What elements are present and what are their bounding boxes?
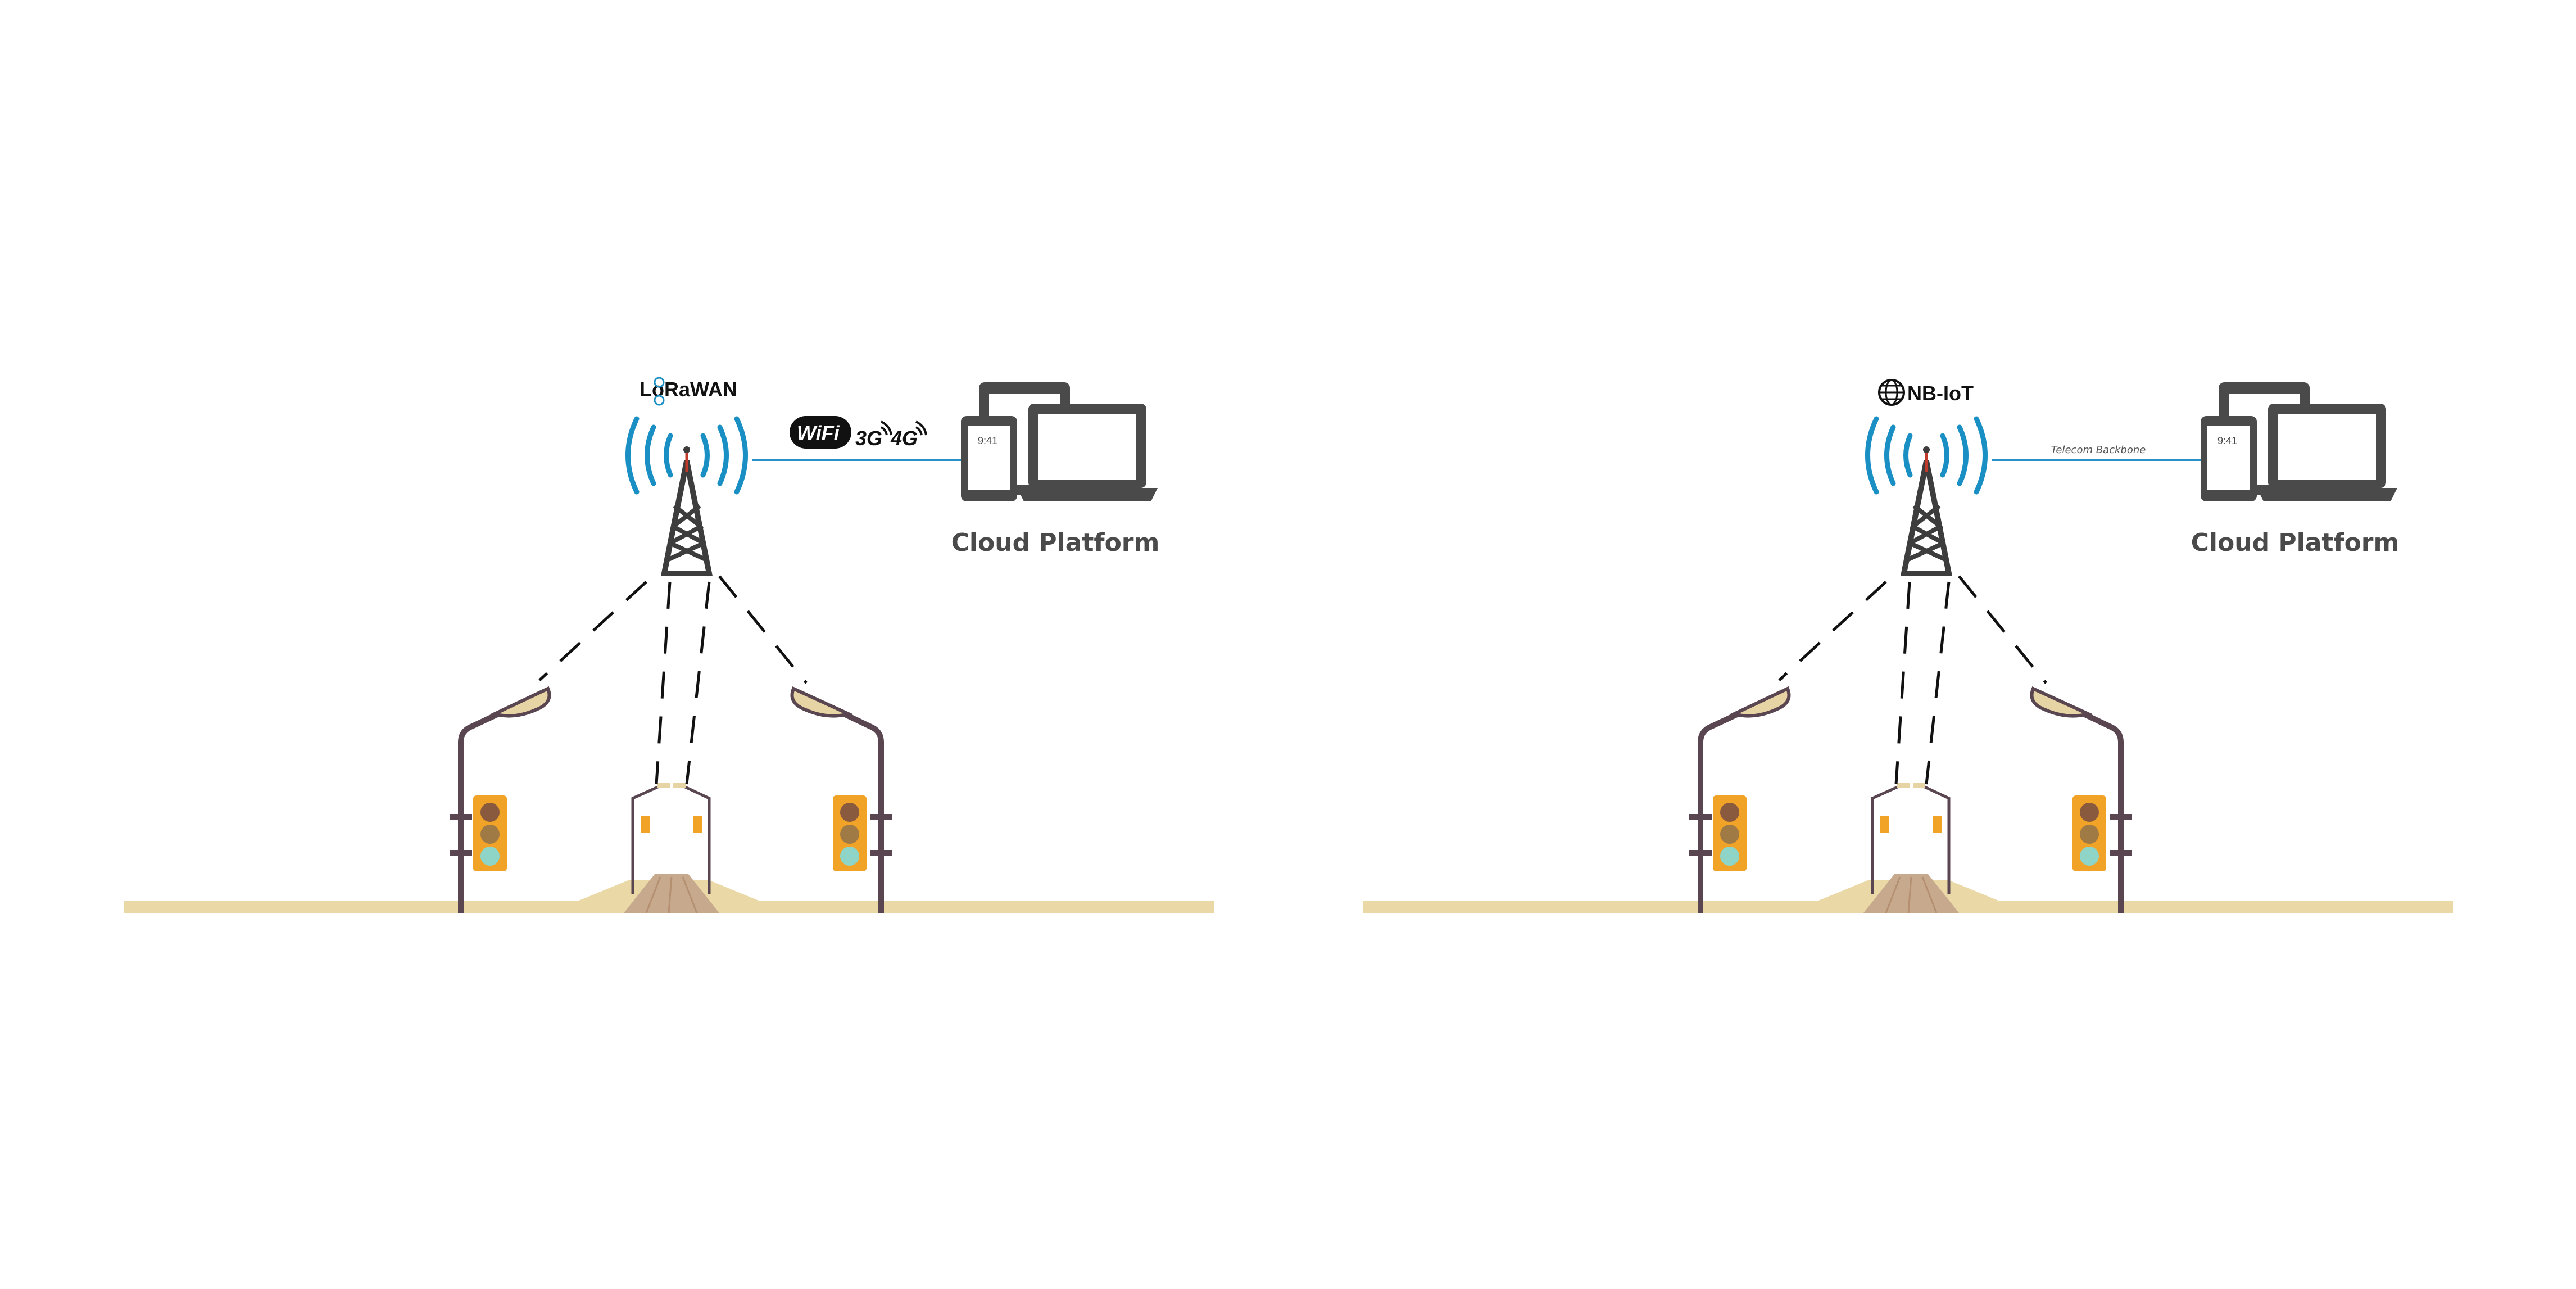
svg-text:4G: 4G <box>890 427 918 450</box>
traffic-light-left <box>1689 795 1747 871</box>
ground <box>1363 874 2453 913</box>
phone-icon: 9:41 <box>2201 416 2257 501</box>
4g-badge-icon: 4G <box>890 420 927 450</box>
street-lamp-right <box>790 686 892 913</box>
street-lamp-right <box>2030 686 2132 913</box>
svg-text:3G: 3G <box>855 427 882 450</box>
road <box>624 874 719 913</box>
wifi-badge-icon: WiFi <box>790 416 851 449</box>
traffic-light-right <box>2072 795 2132 871</box>
street-lamp-left <box>1689 686 1791 913</box>
traffic-light-right <box>833 795 892 871</box>
link-badges: WiFi 3G 4G <box>790 416 927 450</box>
ground <box>124 874 1214 913</box>
svg-text:WiFi: WiFi <box>797 422 840 445</box>
base-station-tower-icon <box>1900 446 1953 576</box>
panel-lorawan: LoRaWAN WiFi 3G 4G <box>124 377 1214 913</box>
signal-waves-icon <box>625 416 748 495</box>
svg-text:9:41: 9:41 <box>978 435 997 446</box>
devices-icon: 9:41 <box>961 382 1158 501</box>
street-lamp-distant-right <box>1913 783 1951 894</box>
panel-nb-iot: NB-IoT Telecom Backbone 9:41 Cloud Platf… <box>1363 379 2453 913</box>
laptop-icon <box>2257 404 2397 501</box>
traffic-light-left <box>450 795 507 871</box>
cloud-platform-label: Cloud Platform <box>2191 528 2400 557</box>
network-name: NB-IoT <box>1907 382 1974 405</box>
street-lamp-distant-left <box>1871 783 1910 894</box>
street-lamp-distant-left <box>631 783 670 894</box>
cloud-platform-label: Cloud Platform <box>951 528 1160 557</box>
phone-icon: 9:41 <box>961 416 1017 501</box>
road <box>1863 874 1959 913</box>
radio-links <box>1778 575 2047 785</box>
signal-waves-icon <box>1865 416 1988 495</box>
3g-badge-icon: 3G <box>855 420 892 450</box>
street-lamp-distant-right <box>673 783 711 894</box>
devices-icon: 9:41 <box>2201 382 2397 501</box>
laptop-icon <box>1017 404 1158 501</box>
nb-iot-globe-logo: NB-IoT <box>1878 379 1974 406</box>
gateway-tower-icon <box>660 446 713 576</box>
lorawan-logo: LoRaWAN <box>640 377 737 406</box>
radio-links <box>538 575 808 785</box>
street-lamp-left <box>450 686 551 913</box>
svg-text:9:41: 9:41 <box>2217 435 2237 446</box>
telecom-backbone-label: Telecom Backbone <box>2051 444 2146 456</box>
